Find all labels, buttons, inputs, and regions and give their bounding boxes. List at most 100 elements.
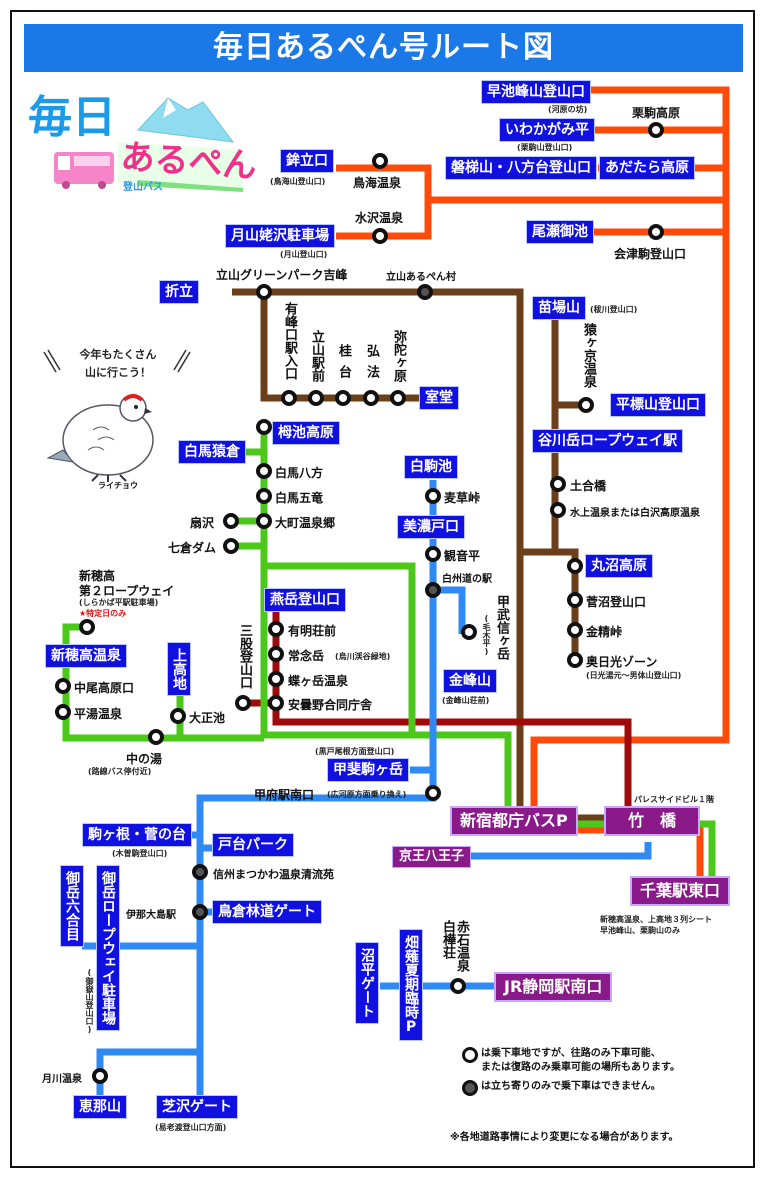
speech-line2: 山に行こう！: [85, 365, 151, 379]
stop-marker: [256, 419, 272, 435]
stop-hirayu: 平湯温泉: [74, 707, 123, 721]
note-chiba-1: 新穂高温泉、上高地３列シート: [600, 915, 712, 924]
stop-suganuma: 菅沼登山口: [586, 595, 647, 609]
stop-marker: [363, 390, 379, 406]
stop-marker: [425, 785, 441, 801]
note-shinhotaka-rw: (しらかば平駅駐車場): [79, 598, 159, 607]
stop-marker: [335, 390, 351, 406]
stop-mizusawa: 水沢温泉: [355, 211, 404, 225]
stop-marker: [92, 1068, 108, 1084]
stop-marker: [425, 488, 441, 504]
note-komagane: (木曽駒登山口): [112, 849, 168, 858]
stop-hokodate: 鉾立口: [281, 150, 333, 172]
stop-mugikusa: 麦草峠: [444, 491, 481, 505]
speech-line1: 今年もたくさん: [79, 347, 157, 361]
stop-marker: [578, 397, 594, 413]
note-jonen: (烏川渓谷緑地): [335, 652, 391, 661]
note-hokodate: (鳥海山登山口): [270, 177, 326, 186]
stop-kobo: 弘法: [364, 344, 379, 386]
stop-marker: [256, 284, 272, 300]
stop-matsukawa: 信州まつかわ温泉清流苑: [213, 868, 334, 881]
stop-marker: [648, 224, 664, 240]
stop-jonen: 常念岳: [288, 649, 325, 663]
legend-filled-stop: は立ち寄りのみで乗下車はできません。: [462, 1080, 680, 1096]
stop-marker: [256, 488, 272, 504]
stop-nanakura: 七倉ダム: [168, 541, 217, 555]
stop-katsuradai: 桂台: [336, 344, 351, 386]
map-frame: [10, 10, 755, 1168]
stop-tanigawa: 谷川岳ロープウェイ駅: [533, 430, 683, 452]
stop-shibasawa: 芝沢ゲート: [157, 1096, 237, 1118]
stop-marker: [268, 671, 284, 687]
open-stop-icon: [462, 1047, 478, 1063]
stop-akaishi: 赤石温泉: [454, 920, 469, 972]
stop-marker: [281, 390, 297, 406]
stop-chogatake: 蝶ヶ岳温泉: [288, 674, 349, 688]
stop-marker: [648, 122, 664, 138]
pass-marker: [417, 284, 433, 300]
note-iwakagami: (栗駒山登山口): [517, 143, 573, 152]
stop-marker: [567, 558, 583, 574]
stop-gassan: 月山姥沢駐車場: [226, 225, 334, 247]
stop-doai: 土合橋: [570, 479, 607, 493]
stop-marker: [425, 546, 441, 562]
stop-marker: [170, 708, 186, 724]
hub-shinjuku: 新宿都庁バスP: [450, 806, 578, 836]
stop-hayachine: 早池峰山登山口: [482, 81, 590, 103]
stop-bandai: 磐梯山・八方台登山口: [446, 157, 596, 179]
stop-okunikko: 奥日光ゾーン: [586, 655, 658, 669]
note-kofu: (広河原方面乗り換え): [327, 790, 407, 799]
legend-open-text-1: は乗下車地ですが、往路のみ下車可能、: [481, 1048, 661, 1059]
stop-marker: [268, 646, 284, 662]
logo: 毎日 あるぺん号 登山バス: [28, 92, 258, 193]
stop-naeba: 苗場山: [533, 297, 585, 319]
stop-tsubakuro: 燕岳登山口: [265, 589, 345, 611]
stop-marker: [223, 538, 239, 554]
stop-chokai-onsen: 鳥海温泉: [353, 176, 402, 190]
stop-shinhotaka: 新穂高温泉: [46, 645, 126, 667]
stop-marker: [55, 678, 71, 694]
special-day-note: ★特定日のみ: [79, 609, 127, 618]
stop-marker: [372, 228, 388, 244]
bus-icon: [54, 152, 114, 189]
stop-hakushu: 白州道の駅: [442, 574, 492, 585]
note-ontake: (御嶽山登山口): [85, 968, 94, 1034]
pass-markers: [192, 284, 441, 920]
note-takebashi: パレスサイドビル１階: [634, 795, 714, 804]
stop-shinhotaka-rw-1: 新穂高: [79, 569, 116, 583]
stop-nakao: 中尾高原口: [74, 681, 135, 695]
stop-kinpu: 金峰山: [444, 670, 496, 692]
stop-marunuma: 丸沼高原: [586, 555, 652, 577]
stop-kaikoma: 甲斐駒ヶ岳: [328, 759, 408, 781]
stop-marker: [390, 390, 406, 406]
stop-green-park: 立山グリーンパーク吉峰: [216, 268, 348, 282]
stop-oritate: 折立: [160, 281, 198, 303]
page-title: 毎日あるぺん号ルート図: [24, 24, 743, 72]
stop-marker: [550, 502, 566, 518]
stop-shirakaba: 白樺荘: [440, 920, 455, 959]
stop-ina-oshima: 伊那大島駅: [126, 910, 176, 921]
stop-azumino: 安曇野合同庁舎: [288, 698, 373, 712]
note-gassan: (月山登山口): [280, 250, 328, 259]
stop-konsei: 金精峠: [586, 625, 623, 639]
stop-midagahara: 弥陀ヶ原: [391, 330, 406, 382]
pass-marker: [192, 904, 208, 920]
stop-marker: [55, 704, 71, 720]
note-okunikko: (日光湯元〜男体山登山口): [586, 671, 682, 680]
stop-hatanagi: 畑薙夏期臨時P: [400, 930, 422, 1040]
stop-kurikoma: 栗駒高原: [632, 106, 681, 120]
legend-filled-text: は立ち寄りのみで乗下車はできません。: [481, 1081, 661, 1092]
stop-todai: 戸台パーク: [213, 834, 293, 856]
stop-kobushi: 甲武信ヶ岳: [494, 595, 509, 660]
hub-shizuoka: JR静岡駅南口: [494, 972, 613, 1002]
stop-goryu: 白馬五竜: [275, 491, 324, 505]
stop-taisho: 大正池: [189, 711, 226, 725]
note-shibasawa: (易老渡登山口方面): [155, 1123, 227, 1132]
stop-sanmata: 三股登山口: [237, 624, 252, 689]
stop-taira: 平標山登山口: [611, 394, 705, 416]
stop-marker: [308, 390, 324, 406]
stop-marker: [256, 463, 272, 479]
stop-kofu: 甲府駅南口: [254, 788, 315, 802]
stop-marker: [461, 624, 477, 640]
pass-marker: [192, 864, 208, 880]
